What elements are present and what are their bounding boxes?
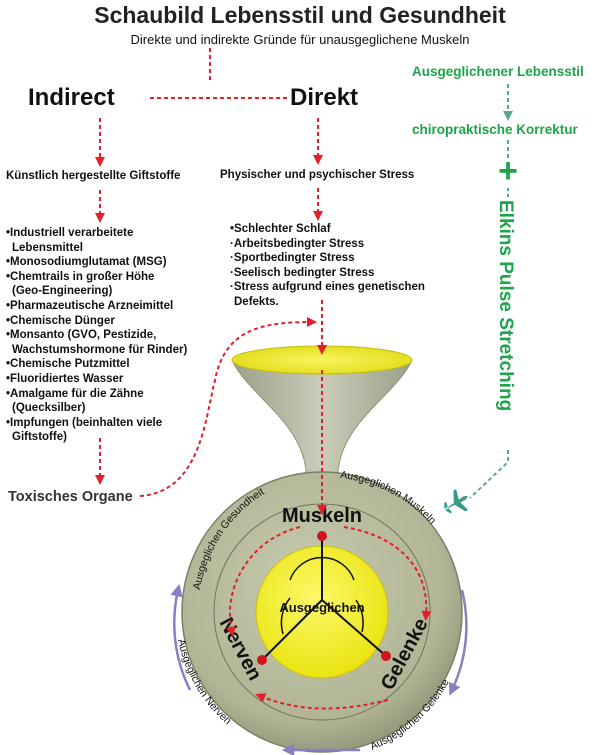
page-subtitle: Direkte und indirekte Gründe für unausge… bbox=[130, 32, 470, 47]
list-item: Defekts. bbox=[234, 295, 279, 308]
top-connector bbox=[150, 48, 290, 99]
list-item: Giftstoffe) bbox=[12, 431, 67, 444]
direct-subheading: Physischer und psychischer Stress bbox=[220, 169, 415, 181]
node-muskeln bbox=[317, 531, 327, 541]
list-item: ·Sportbedingter Stress bbox=[230, 252, 355, 265]
outer-cycle-left bbox=[170, 583, 192, 691]
list-item: •Chemische Dünger bbox=[6, 314, 115, 327]
arrow-stretching-to-wheel bbox=[469, 450, 509, 499]
list-item: •Chemische Putzmittel bbox=[6, 358, 130, 371]
list-item: •Fluoridiertes Wasser bbox=[6, 372, 124, 385]
list-item: (Geo-Engineering) bbox=[12, 285, 113, 298]
list-item: ·Stress aufgrund eines genetischen bbox=[230, 281, 425, 294]
list-item: •Pharmazeutische Arzneimittel bbox=[6, 299, 174, 312]
list-item: ·Arbeitsbedingter Stress bbox=[230, 237, 365, 250]
list-item: (Quecksilber) bbox=[12, 402, 86, 415]
list-item: •Industriell verarbeitete bbox=[6, 227, 134, 239]
center-arc-right bbox=[355, 599, 364, 633]
direct-list: •Schlechter Schlaf ·Arbeitsbedingter Str… bbox=[230, 222, 425, 310]
airplane-icon bbox=[443, 489, 469, 514]
page-title: Schaubild Lebensstil und Gesundheit bbox=[94, 2, 506, 28]
center-arc-left bbox=[280, 597, 291, 635]
arrow-toxic-to-funnel bbox=[139, 317, 317, 497]
list-item: •Monosodiumglutamat (MSG) bbox=[6, 256, 167, 269]
outer-cycle-right bbox=[449, 589, 468, 696]
list-item: •Chemtrails in großer Höhe bbox=[6, 270, 155, 283]
cycle-arrow-muskeln-gelenke bbox=[343, 526, 432, 621]
cycle-arrow-gelenke-nerven bbox=[255, 693, 389, 710]
list-item: ·Seelisch bedingter Stress bbox=[230, 266, 375, 279]
stretching-label: Elkins Pulse Stretching bbox=[495, 200, 516, 411]
indirect-heading: Indirect bbox=[28, 84, 115, 111]
list-item: •Monsanto (GVO, Pestizide, bbox=[6, 329, 157, 342]
plus-sign: + bbox=[498, 152, 518, 190]
direct-heading: Direkt bbox=[290, 84, 359, 111]
toxic-organs-label: Toxisches Organe bbox=[8, 489, 133, 505]
line-to-gelenke bbox=[321, 599, 387, 657]
list-item: •Schlechter Schlaf bbox=[230, 223, 331, 235]
chiropractic-correction-label: chiropraktische Korrektur bbox=[412, 122, 578, 137]
center-arc-top bbox=[289, 556, 355, 581]
list-item: Lebensmittel bbox=[12, 241, 83, 254]
list-item: Wachstumshormone für Rinder) bbox=[12, 343, 188, 356]
cycle-arrow-muskeln-nerven bbox=[225, 526, 301, 637]
list-item: •Amalgame für die Zähne bbox=[6, 387, 144, 400]
node-nerven bbox=[257, 655, 267, 665]
muskeln-label: Muskeln bbox=[282, 505, 362, 527]
balanced-lifestyle-label: Ausgeglichener Lebensstil bbox=[412, 64, 584, 79]
list-item: •Impfungen (beinhalten viele bbox=[6, 416, 163, 429]
funnel-opening bbox=[231, 345, 413, 375]
center-label: Ausgeglichen bbox=[279, 600, 364, 615]
indirect-list: •Industriell verarbeitete Lebensmittel •… bbox=[6, 226, 187, 445]
node-gelenke bbox=[381, 651, 391, 661]
line-to-nerven bbox=[261, 599, 323, 661]
indirect-subheading: Künstlich hergestellte Giftstoffe bbox=[6, 170, 181, 182]
